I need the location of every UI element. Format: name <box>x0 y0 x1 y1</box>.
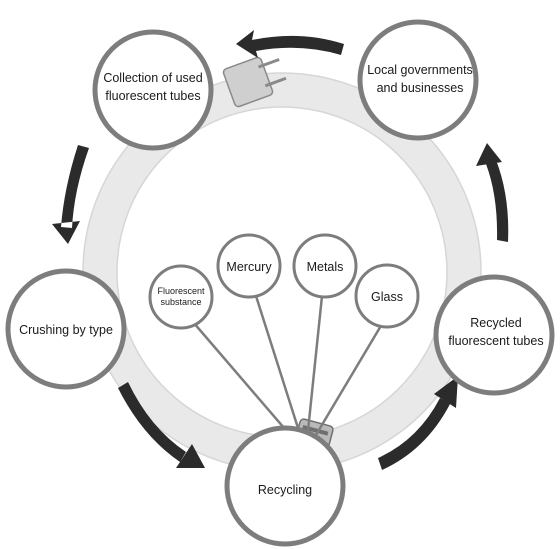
glass-label: Glass <box>371 290 403 304</box>
node-recycled-tubes: Recycled fluorescent tubes <box>433 274 555 396</box>
node-crushing: Crushing by type <box>5 268 127 390</box>
cycle-arrows <box>52 30 509 470</box>
connector-mercury <box>254 295 307 451</box>
material-metals: Metals <box>292 233 358 299</box>
mercury-label: Mercury <box>226 260 272 274</box>
node-recycling: Recycling <box>224 425 346 547</box>
recycling-label: Recycling <box>258 483 312 497</box>
connector-metals <box>304 295 324 451</box>
local-governments-label-line2: and businesses <box>377 81 464 95</box>
node-local-governments: Local governments and businesses <box>357 19 479 141</box>
fluorescent-substance-label-line2: substance <box>160 297 201 307</box>
material-glass: Glass <box>354 263 420 329</box>
local-governments-label-line1: Local governments <box>367 63 473 77</box>
recycled-tubes-label-line1: Recycled <box>470 316 521 330</box>
node-collection: Collection of used fluorescent tubes <box>92 29 214 151</box>
arrow-bottom-right-icon <box>378 376 458 470</box>
metals-label: Metals <box>307 260 344 274</box>
tube-connector-top <box>222 56 287 108</box>
crushing-label: Crushing by type <box>19 323 113 337</box>
material-mercury: Mercury <box>216 233 282 299</box>
collection-label-line1: Collection of used <box>103 71 202 85</box>
arrow-left-icon <box>52 145 89 244</box>
material-fluorescent-substance: Fluorescent substance <box>148 264 214 330</box>
collection-label-line2: fluorescent tubes <box>105 89 200 103</box>
fluorescent-substance-label-line1: Fluorescent <box>157 286 205 296</box>
arrow-bottom-left-icon <box>118 382 205 468</box>
arrow-top-icon <box>236 30 344 58</box>
arrow-right-icon <box>476 143 509 242</box>
recycled-tubes-label-line2: fluorescent tubes <box>448 334 543 348</box>
connector-glass <box>305 323 384 451</box>
